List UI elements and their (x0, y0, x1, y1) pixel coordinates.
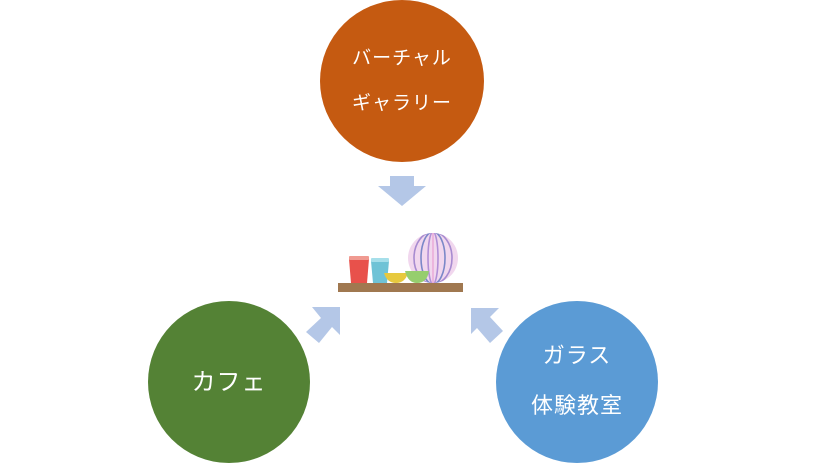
glass-workshop-node: ガラス 体験教室 (496, 301, 658, 463)
virtual-gallery-label-line1: バーチャル (352, 47, 452, 69)
cafe-node: カフェ (148, 301, 310, 463)
glass-workshop-label-line2: 体験教室 (530, 394, 623, 419)
glassware-shelf-icon (338, 233, 463, 292)
arrow-up-right-icon (306, 307, 340, 343)
arrow-down-icon (378, 176, 426, 206)
arrow-up-left-icon (471, 308, 503, 343)
glass-workshop-label-line1: ガラス (542, 344, 612, 369)
cafe-label: カフェ (191, 368, 267, 396)
virtual-gallery-node: バーチャル ギャラリー (320, 0, 484, 162)
virtual-gallery-label-line2: ギャラリー (351, 92, 452, 114)
